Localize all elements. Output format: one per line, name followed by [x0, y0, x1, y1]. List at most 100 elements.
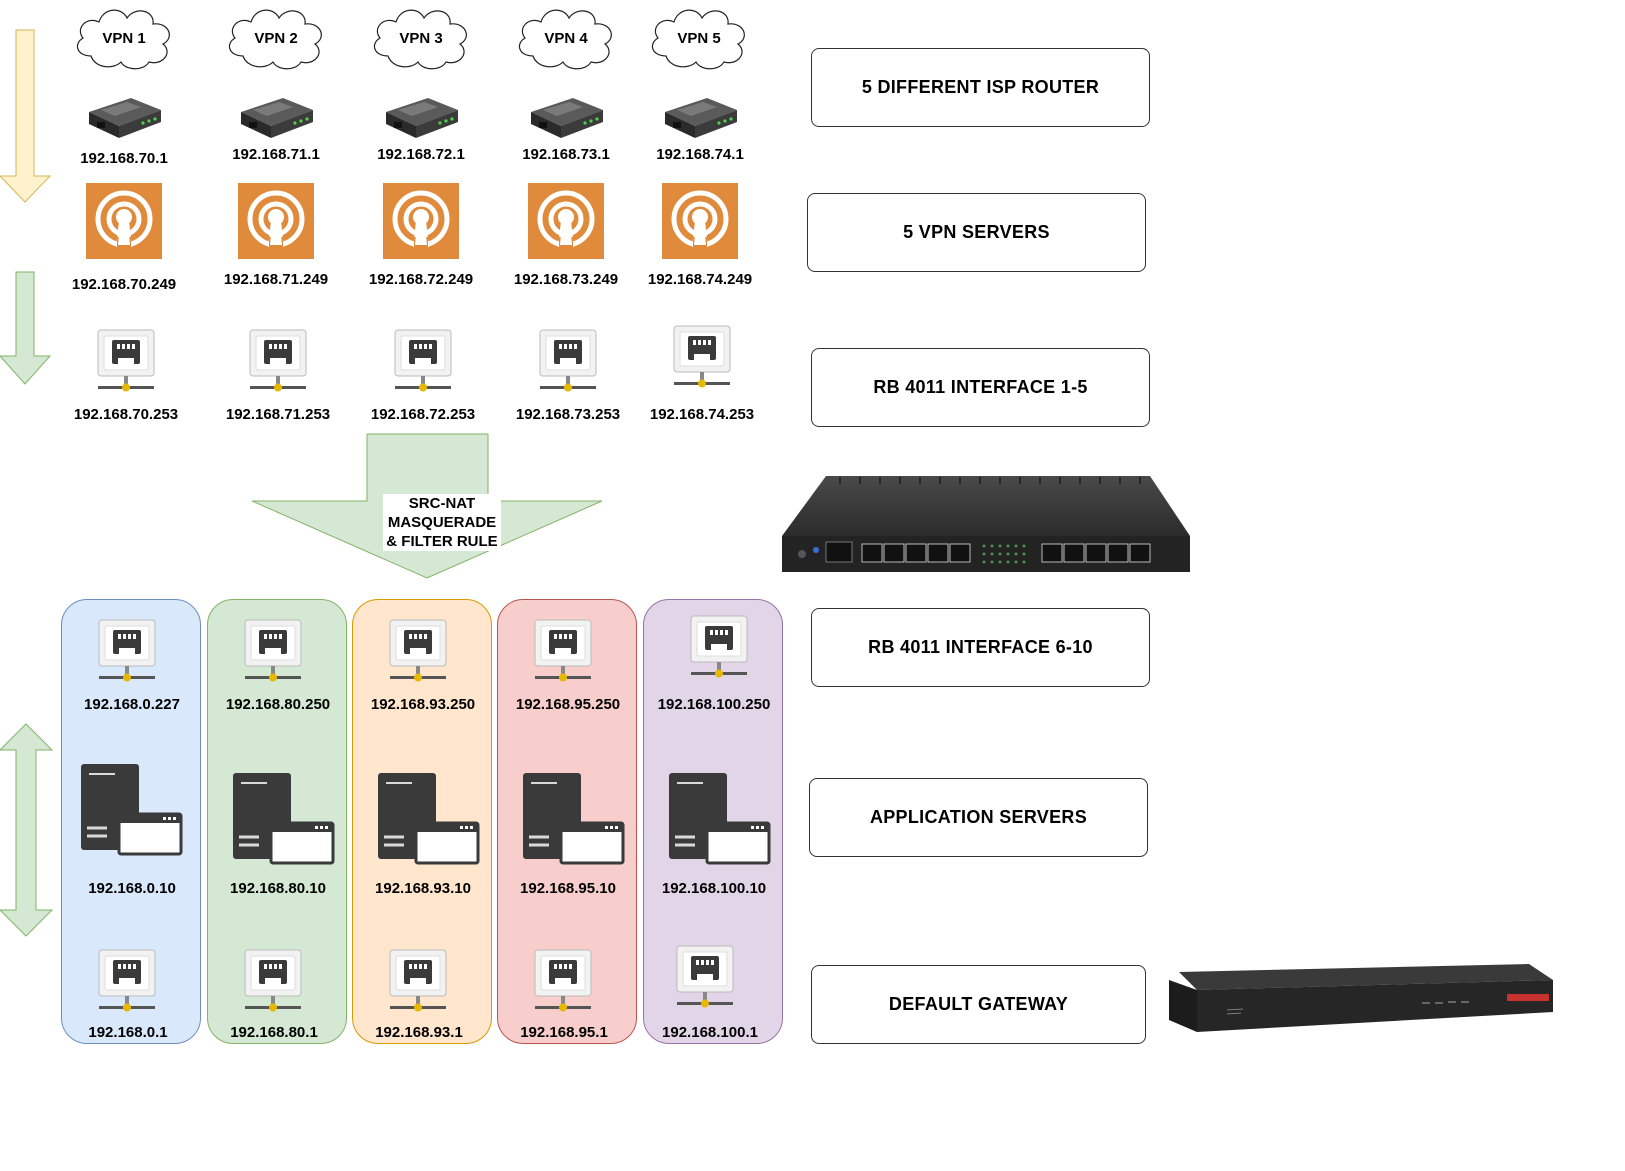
network-interface-icon [249, 329, 307, 392]
vpn-cloud-label: VPN 4 [544, 30, 588, 47]
legend-vpn-servers: 5 VPN SERVERS [807, 193, 1146, 272]
lane-interface-ip: 192.168.95.250 [515, 696, 621, 713]
router-icon [665, 98, 737, 138]
vpn-cloud-2: VPN 2 [221, 4, 331, 77]
isp-router-4 [525, 92, 607, 147]
network-interface-icon [389, 619, 447, 682]
isp-router-1 [83, 92, 165, 147]
rb-interface-ip: 192.168.72.253 [370, 406, 476, 423]
isp-router-ip: 192.168.74.1 [656, 146, 744, 163]
vpn-cloud-3: VPN 3 [366, 4, 476, 77]
router-icon [241, 98, 313, 138]
rb-interface-ip: 192.168.71.253 [225, 406, 331, 423]
isp-router-ip: 192.168.71.1 [232, 146, 320, 163]
application-server-icon [81, 764, 183, 856]
application-server-ip: 192.168.100.10 [661, 880, 767, 897]
vpn-server-3 [383, 183, 459, 264]
isp-router-ip: 192.168.70.1 [80, 150, 168, 167]
legend-rb-interface-6-10: RB 4011 INTERFACE 6-10 [811, 608, 1150, 687]
lane-interface-4 [533, 618, 593, 689]
lane-interface-ip: 192.168.93.250 [370, 696, 476, 713]
network-interface-icon [389, 949, 447, 1012]
default-gateway-ip: 192.168.93.1 [375, 1024, 463, 1041]
legend-rb2-label: RB 4011 INTERFACE 6-10 [868, 637, 1093, 657]
default-gateway-ip: 192.168.100.1 [662, 1024, 758, 1041]
vpn-server-1 [86, 183, 162, 264]
rb-interface-3 [393, 328, 453, 399]
lane-interface-2 [243, 618, 303, 689]
network-interface-icon [97, 329, 155, 392]
rb-interface-ip: 192.168.74.253 [649, 406, 755, 423]
mikrotik-rb4011-device [782, 476, 1190, 572]
default-gateway-ip: 192.168.0.1 [88, 1024, 168, 1041]
nat-label: SRC-NAT MASQUERADE & FILTER RULE [383, 494, 501, 551]
down-arrow-yellow-icon [0, 29, 52, 203]
default-gateway-2 [243, 948, 303, 1019]
router-icon [89, 98, 161, 138]
default-gateway-3 [388, 948, 448, 1019]
cisco-asa-device [1169, 964, 1553, 1032]
vpn-cloud-label: VPN 3 [399, 30, 443, 47]
rb-interface-ip: 192.168.70.253 [73, 406, 179, 423]
vpn-server-ip: 192.168.74.249 [647, 271, 753, 288]
vpn-server-4 [528, 183, 604, 264]
application-server-2 [231, 771, 335, 870]
vpn-server-2 [238, 183, 314, 264]
lane-interface-3 [388, 618, 448, 689]
vpn-server-5 [662, 183, 738, 264]
legend-isp-label: 5 DIFFERENT ISP ROUTER [861, 77, 1100, 97]
cloud-icon [76, 9, 170, 70]
vpn-cloud-4: VPN 4 [511, 4, 621, 77]
legend-rb1-label: RB 4011 INTERFACE 1-5 [873, 377, 1088, 397]
router-icon [386, 98, 458, 138]
down-arrow-green-icon [0, 271, 52, 385]
application-server-ip: 192.168.93.10 [375, 880, 471, 897]
cloud-icon [228, 9, 322, 70]
application-server-icon [378, 773, 480, 865]
network-interface-icon [676, 945, 734, 1008]
network-interface-icon [394, 329, 452, 392]
lane-interface-ip: 192.168.100.250 [657, 696, 771, 713]
legend-isp-router: 5 DIFFERENT ISP ROUTER [811, 48, 1150, 127]
application-server-5 [667, 771, 771, 870]
lane-interface-ip: 192.168.80.250 [225, 696, 331, 713]
network-interface-icon [534, 949, 592, 1012]
default-gateway-ip: 192.168.80.1 [230, 1024, 318, 1041]
vpn-cloud-5: VPN 5 [644, 4, 754, 77]
network-interface-icon [534, 619, 592, 682]
rb-interface-1 [96, 328, 156, 399]
network-interface-icon [690, 615, 748, 678]
cloud-icon [373, 9, 467, 70]
application-server-3 [376, 771, 480, 870]
network-interface-icon [244, 619, 302, 682]
legend-application-servers: APPLICATION SERVERS [809, 778, 1148, 857]
rb-interface-5 [672, 324, 732, 395]
legend-gw-label: DEFAULT GATEWAY [888, 994, 1069, 1014]
nat-label-line3: & FILTER RULE [386, 533, 498, 550]
isp-router-2 [235, 92, 317, 147]
lane-interface-1 [97, 618, 157, 689]
application-server-ip: 192.168.95.10 [520, 880, 616, 897]
network-interface-icon [98, 619, 156, 682]
cloud-icon [651, 9, 745, 70]
vpn-server-ip: 192.168.71.249 [223, 271, 329, 288]
cloud-icon [518, 9, 612, 70]
vpn-cloud-label: VPN 2 [254, 30, 298, 47]
application-server-ip: 192.168.80.10 [230, 880, 326, 897]
openvpn-icon [383, 183, 459, 259]
isp-router-3 [380, 92, 462, 147]
isp-router-ip: 192.168.72.1 [377, 146, 465, 163]
default-gateway-ip: 192.168.95.1 [520, 1024, 608, 1041]
vpn-server-ip: 192.168.70.249 [71, 276, 177, 293]
legend-rb-interface-1-5: RB 4011 INTERFACE 1-5 [811, 348, 1150, 427]
vpn-server-ip: 192.168.72.249 [368, 271, 474, 288]
vpn-cloud-label: VPN 5 [677, 30, 721, 47]
lane-interface-ip: 192.168.0.227 [84, 696, 180, 713]
network-interface-icon [98, 949, 156, 1012]
vpn-cloud-label: VPN 1 [102, 30, 146, 47]
application-server-ip: 192.168.0.10 [88, 880, 176, 897]
isp-router-ip: 192.168.73.1 [522, 146, 610, 163]
default-gateway-1 [97, 948, 157, 1019]
vpn-cloud-1: VPN 1 [69, 4, 179, 77]
network-interface-icon [244, 949, 302, 1012]
